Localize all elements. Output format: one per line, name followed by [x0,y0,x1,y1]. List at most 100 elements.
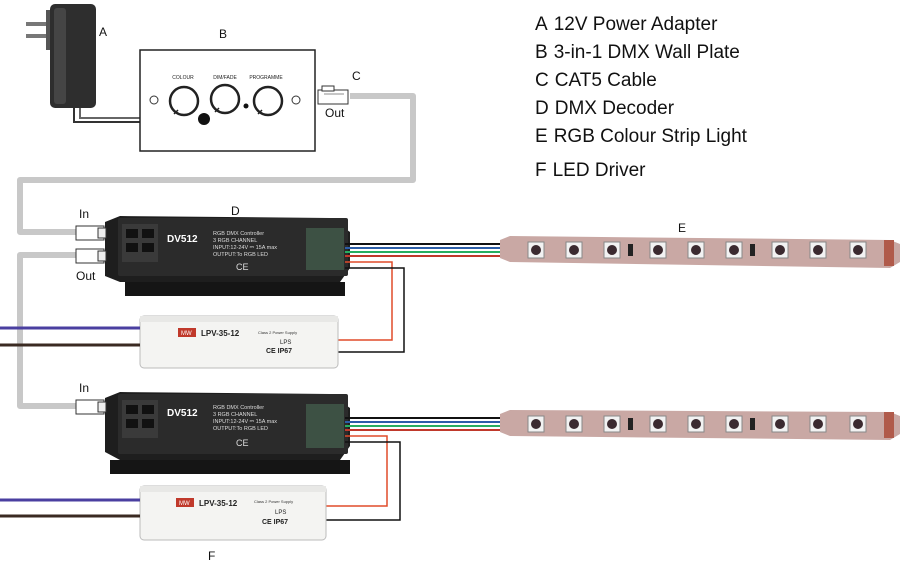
legend-key: C [535,70,549,91]
led-die [569,245,579,255]
led-die [813,419,823,429]
label-out-1: Out [76,269,96,283]
label-d: D [231,204,240,218]
decoder2-line3: INPUT:12-24V ⎓ 15A max [213,419,277,425]
colour-knob[interactable] [168,85,200,117]
rj45-out-plug [317,85,349,105]
knob-label-colour: COLOUR [172,75,194,81]
led-die [853,245,863,255]
dc-black-wire-2 [326,441,401,521]
strip1-leds [527,241,867,259]
led-die [607,245,617,255]
legend-text: 3-in-1 DMX Wall Plate [553,42,740,63]
led-die [607,419,617,429]
decoder1-ce: CE [236,262,249,272]
decoder1-model: DV512 [167,234,198,245]
dmx-decoder-1 [105,216,350,296]
rgb-wires-2 [345,417,500,431]
driver1-marks: CE IP67 [266,348,292,355]
cat5-decoder1-to-decoder2 [17,252,80,409]
led-die [729,419,739,429]
driver1-lps: LPS [280,340,291,346]
led-die [853,419,863,429]
dc-black-wire-1 [338,267,405,353]
legend-key: F [535,160,547,181]
label-out-top: Out [325,106,345,120]
driver1-brand: MW [181,331,192,337]
decoder1-line2: 3 RGB CHANNEL [213,238,257,244]
driver1-subtitle: Class 2 Power Supply [258,330,297,335]
dim-fade-knob[interactable] [209,83,241,115]
decoder2-model: DV512 [167,408,198,419]
label-e: E [678,221,686,235]
decoder1-line4: OUTPUT:To RGB LED [213,252,268,258]
led-die [531,419,541,429]
legend-text: CAT5 Cable [554,70,657,91]
led-die [813,245,823,255]
led-die [691,419,701,429]
strip-resistor [750,418,755,430]
led-die [691,245,701,255]
power-adapter [26,4,140,123]
knob-label-dimfade: DIM/FADE [213,75,237,81]
programme-knob[interactable] [252,85,284,117]
rj45-in-plug-1 [75,225,107,241]
legend-text: 12V Power Adapter [553,14,718,35]
legend-text: LED Driver [552,160,646,181]
dmx-decoder-2 [105,392,350,474]
legend-key: A [535,14,548,35]
label-c: C [352,69,361,83]
strip-resistor [750,244,755,256]
cat5-cables [17,93,416,409]
legend-key: E [535,126,548,147]
label-in-1: In [79,207,89,221]
cat5-wallplate-to-decoder1 [17,93,416,235]
led-die [569,419,579,429]
driver2-lps: LPS [275,510,286,516]
knob-label-programme: PROGRAMME [249,75,283,81]
led-die [775,419,785,429]
label-b: B [219,27,227,41]
label-f: F [208,549,215,563]
decoder2-line1: RGB DMX Controller [213,405,264,411]
label-a: A [99,25,107,39]
rgb-wires-1 [345,243,500,257]
strip-resistor [628,418,633,430]
legend-key: D [535,98,549,119]
legend-key: B [535,42,548,63]
decoder1-line3: INPUT:12-24V ⎓ 15A max [213,245,277,251]
led-die [775,245,785,255]
driver2-model: LPV-35-12 [199,499,238,508]
dc-red-wire-2 [326,435,388,507]
led-die [729,245,739,255]
led-die [531,245,541,255]
driver2-marks: CE IP67 [262,519,288,526]
ir-sensor [198,113,210,125]
dc-red-wire-1 [338,261,393,341]
label-in-2: In [79,381,89,395]
led-driver-1 [139,315,339,369]
driver2-subtitle: Class 2 Power Supply [254,499,293,504]
rj45-in-plug-2 [75,399,107,415]
decoder2-line4: OUTPUT:To RGB LED [213,426,268,432]
legend-text: RGB Colour Strip Light [553,126,747,147]
legend-text: DMX Decoder [554,98,675,119]
strip-resistor [628,244,633,256]
led-driver-2 [139,485,327,541]
driver1-model: LPV-35-12 [201,329,240,338]
wall-plate[interactable] [139,49,316,152]
led-die [653,245,663,255]
rj45-out-plug-1 [75,248,107,264]
driver2-brand: MW [179,501,190,507]
decoder2-ce: CE [236,438,249,448]
strip2-leds [527,415,867,433]
decoder2-line2: 3 RGB CHANNEL [213,412,257,418]
decoder1-line1: RGB DMX Controller [213,231,264,237]
